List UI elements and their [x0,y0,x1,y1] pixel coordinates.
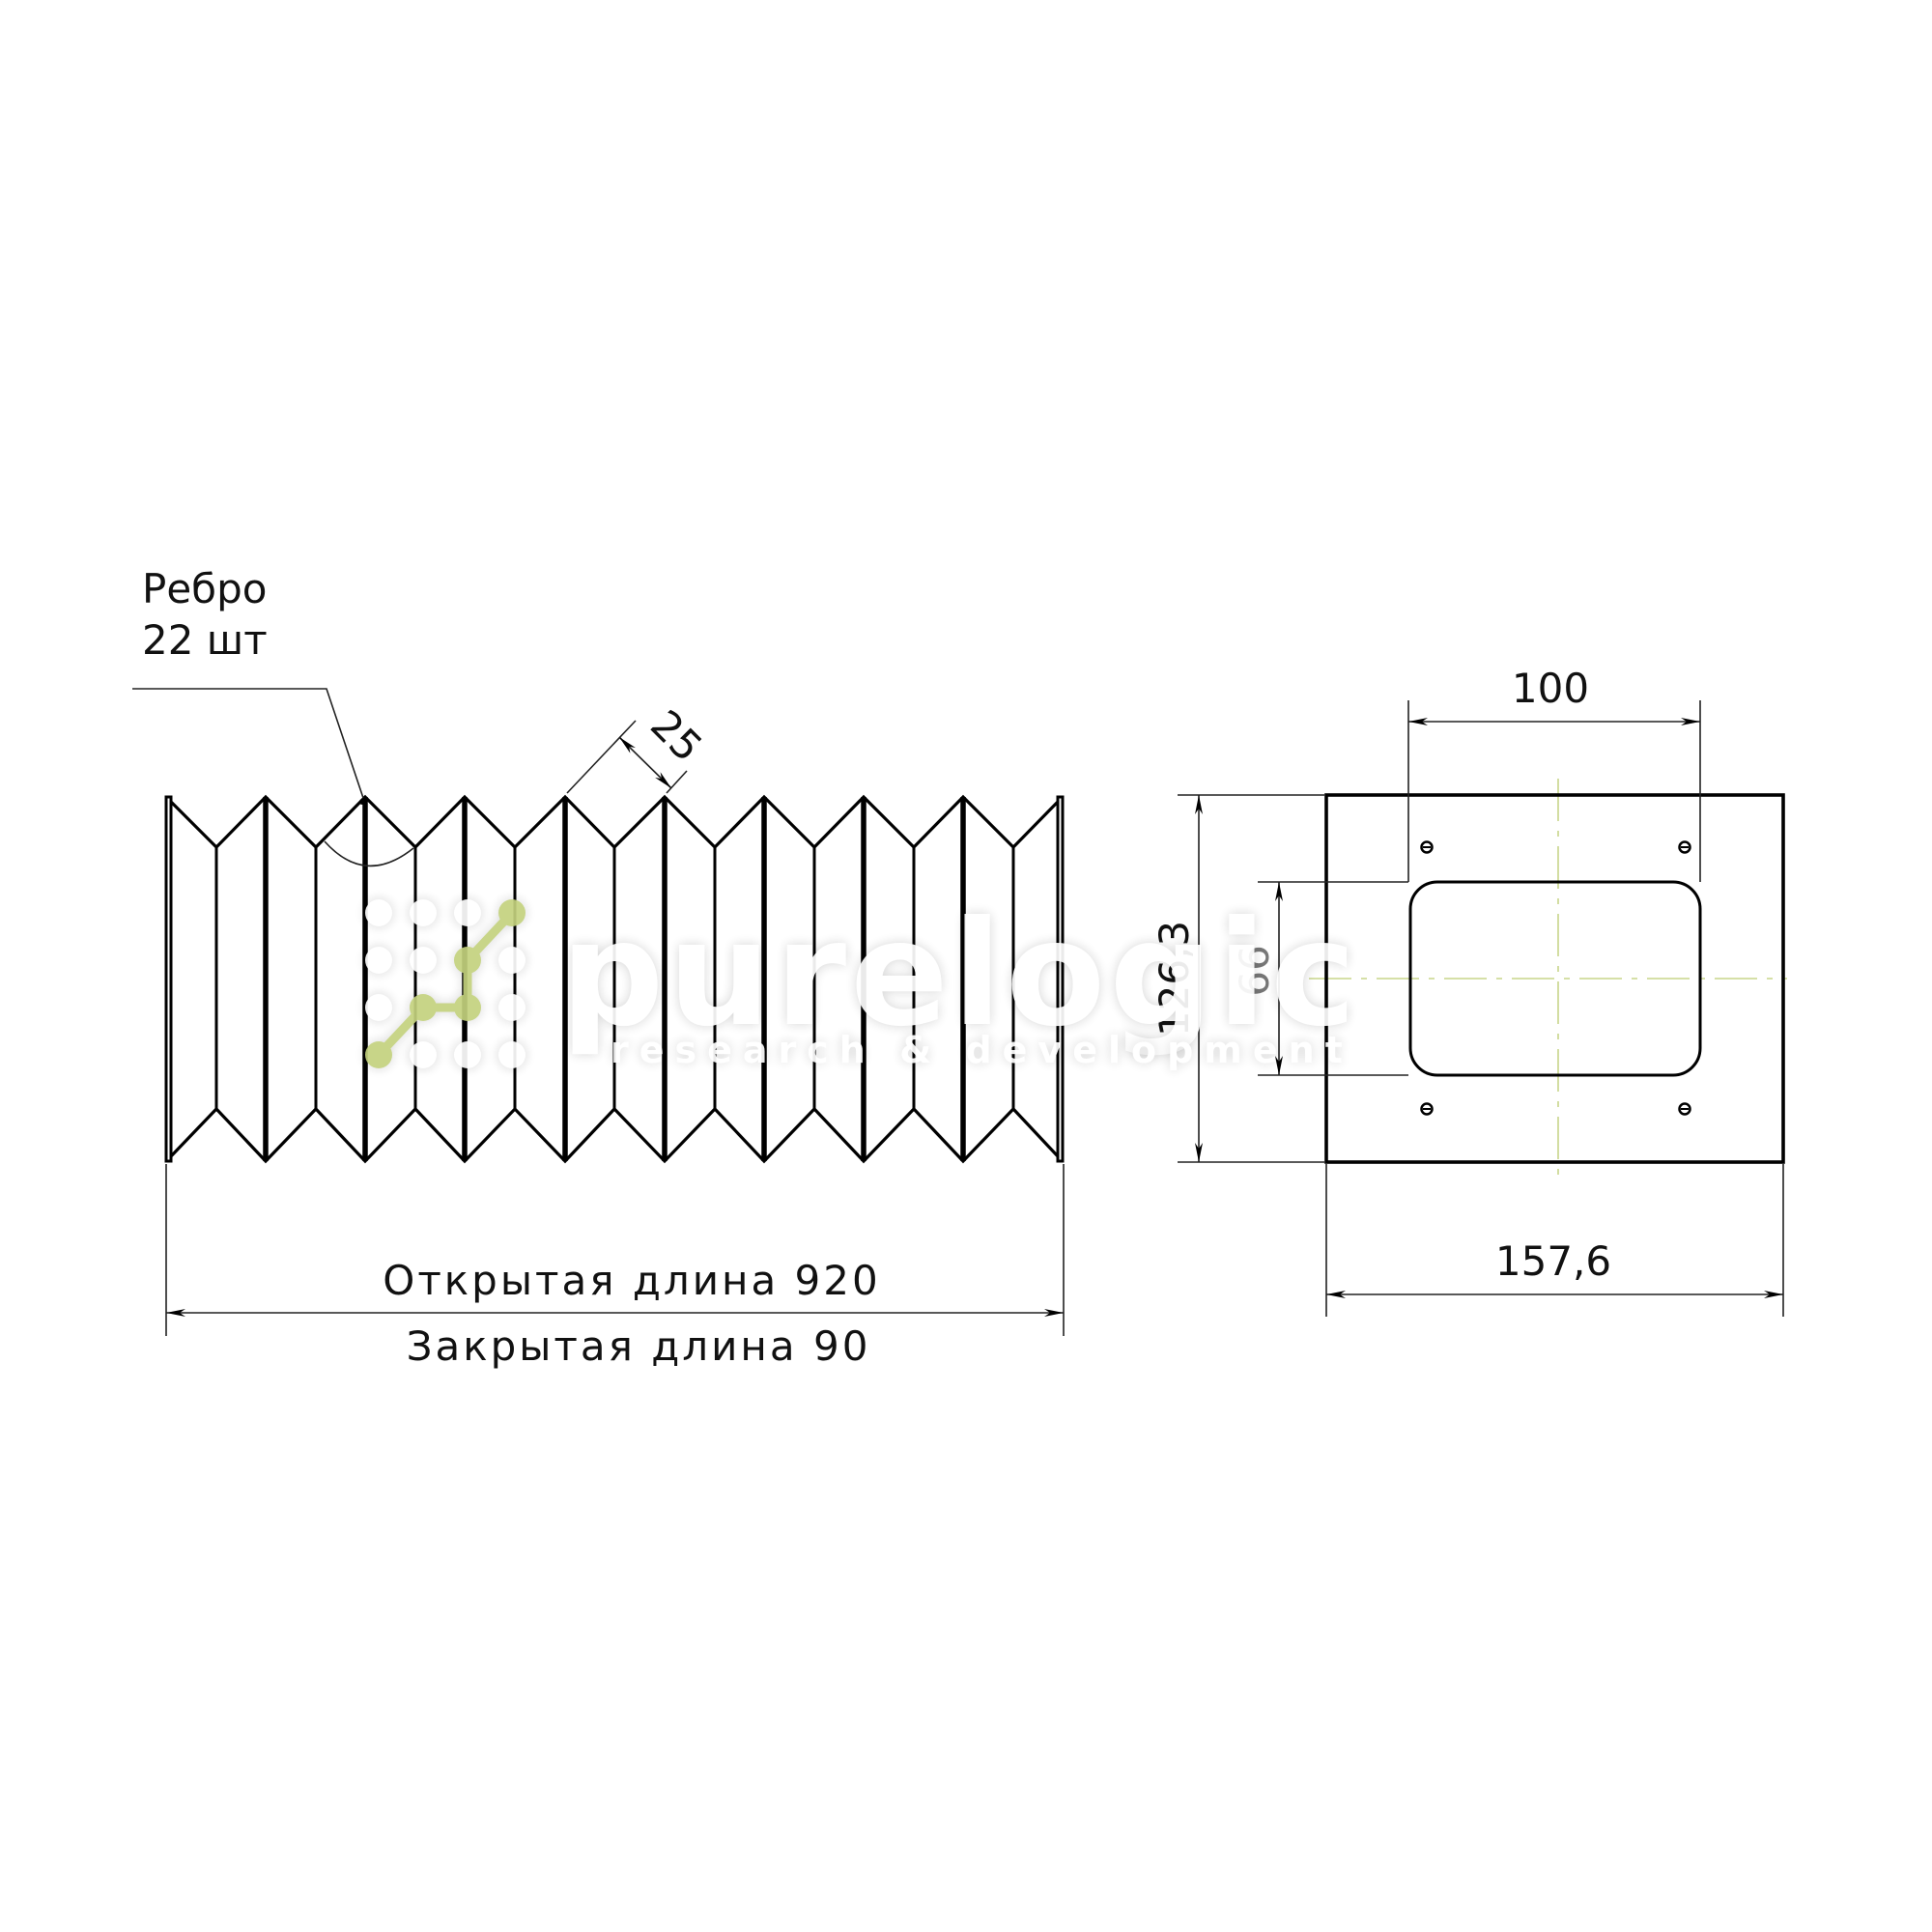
mounting-hole-icon [1420,1102,1434,1116]
watermark-brand: purelogic [560,891,1360,1059]
pitch-dimension [566,720,688,794]
overall-height-dimension [1178,794,1324,1163]
left-end-plate [164,795,173,1163]
overall-width-dimension [1325,1164,1784,1317]
mounting-holes [1420,840,1691,1116]
bellows-top-profile [169,794,1060,850]
rib-note-line2: 22 шт [142,616,268,664]
closed-length-label: Закрытая длина 90 [407,1322,871,1370]
right-end-plate [1056,795,1065,1163]
outer-ribs [263,797,966,1161]
opening-height-label: 66 [1231,945,1278,996]
rib-leader [132,688,414,867]
hole-spacing-label: 100 [1512,665,1589,712]
mounting-hole-icon [1678,840,1691,854]
flange-opening [1408,880,1702,1077]
opening-height-dimension [1258,881,1408,1076]
watermark: purelogic research & development [365,891,1360,1071]
rib-note-line1: Ребро [142,565,267,612]
mounting-hole-icon [1420,840,1434,854]
pitch-dim-label: 25 [641,701,711,771]
bellows-side-view: Ребро 22 шт 25 Открытая длина 920 Закрыт… [132,565,1065,1370]
flange-front-view: 100 157,6 126,3 66 [1151,665,1787,1317]
mounting-hole-icon [1678,1102,1691,1116]
overall-width-label: 157,6 [1495,1237,1611,1285]
hole-spacing-dimension [1407,700,1701,882]
bellows-bottom-profile [169,1106,1060,1164]
length-dimension [165,1164,1065,1336]
open-length-label: Открытая длина 920 [383,1257,880,1304]
overall-height-label: 126,3 [1151,921,1198,1037]
watermark-logo-icon [365,899,526,1068]
flange-outline [1324,793,1785,1164]
watermark-tagline: research & development [611,1029,1353,1071]
